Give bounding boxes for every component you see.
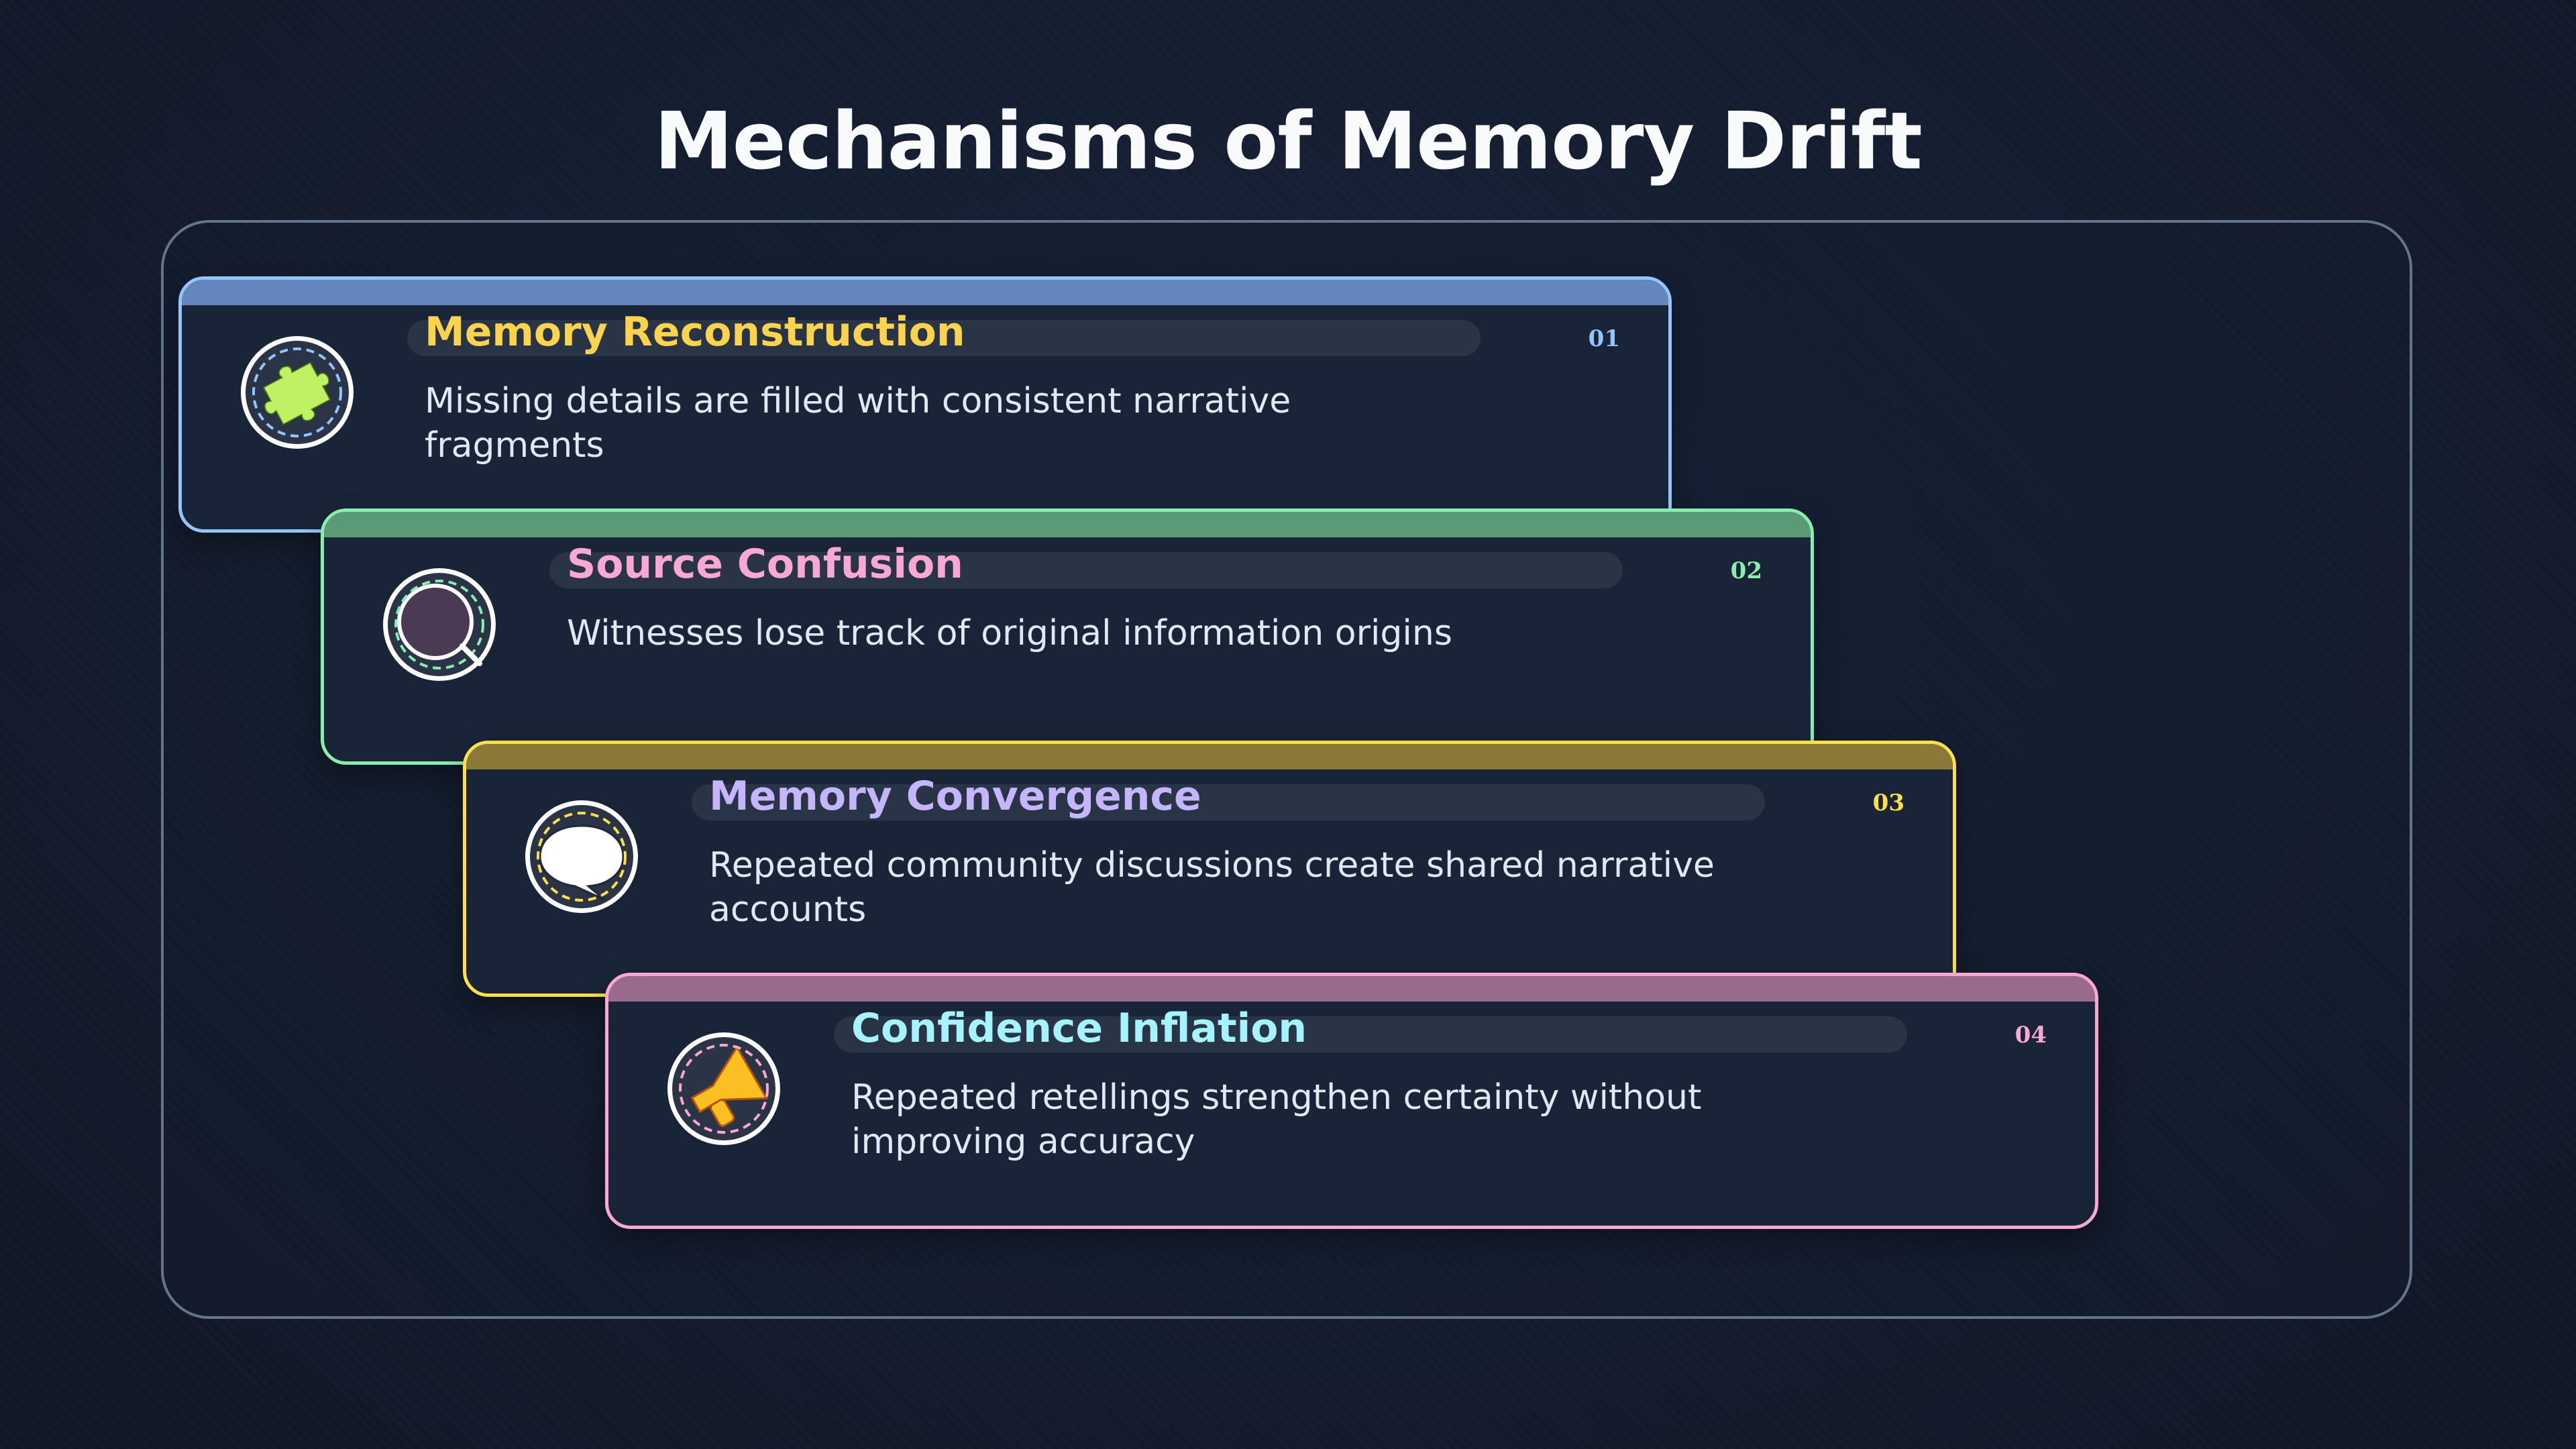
card-number: 03 xyxy=(1872,790,1904,816)
card-source-confusion: Source Confusion Witnesses lose track of… xyxy=(321,508,1814,765)
card-title: Memory Reconstruction xyxy=(425,309,965,356)
page-title: Mechanisms of Memory Drift xyxy=(654,95,1922,187)
card-number: 01 xyxy=(1588,325,1620,352)
megaphone-icon xyxy=(665,1030,783,1148)
card-title: Memory Convergence xyxy=(709,773,1201,820)
title-pill xyxy=(407,320,1481,356)
card-header-bar xyxy=(466,744,1953,769)
card-number: 02 xyxy=(1730,557,1762,584)
speech-bubble-icon xyxy=(523,798,641,916)
title-pill xyxy=(549,552,1623,588)
card-description: Witnesses lose track of original informa… xyxy=(567,613,1452,653)
card-memory-reconstruction: Memory Reconstruction Missing details ar… xyxy=(178,276,1672,533)
magnifier-icon xyxy=(380,566,498,684)
card-header-bar xyxy=(324,512,1811,537)
card-header-bar xyxy=(608,976,2095,1002)
card-memory-convergence: Memory Convergence Repeated community di… xyxy=(463,741,1956,997)
card-number: 04 xyxy=(2015,1022,2047,1049)
card-description: Missing details are filled with consiste… xyxy=(425,381,1291,466)
card-header-bar xyxy=(182,280,1668,305)
card-title: Confidence Inflation xyxy=(851,1005,1307,1052)
card-confidence-inflation: Confidence Inflation Repeated retellings… xyxy=(605,973,2098,1229)
card-description: Repeated retellings strengthen certainty… xyxy=(851,1077,1702,1162)
title-pill xyxy=(692,784,1765,820)
title-pill xyxy=(834,1016,1907,1053)
puzzle-icon xyxy=(238,333,356,451)
card-title: Source Confusion xyxy=(567,541,963,588)
card-description: Repeated community discussions create sh… xyxy=(709,845,1715,930)
